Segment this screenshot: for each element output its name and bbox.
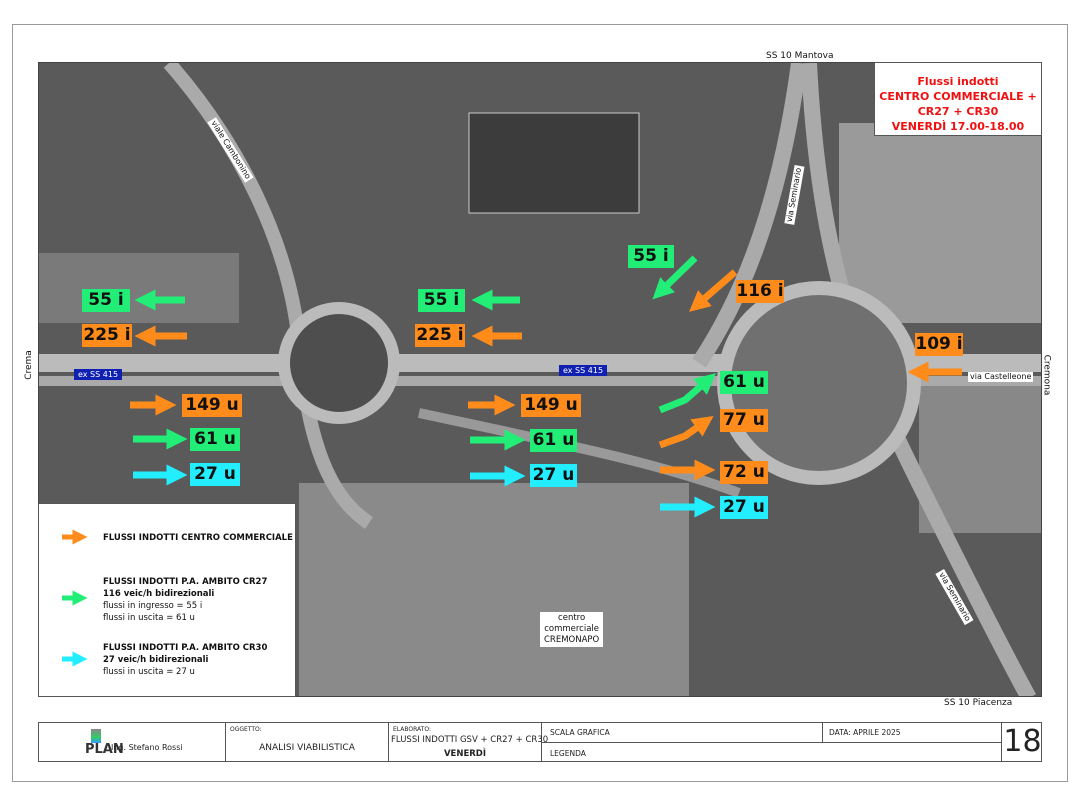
legend-line: flussi in uscita = 27 u (103, 667, 195, 677)
oggetto: ANALISI VIABILISTICA (259, 743, 355, 753)
direction-east: Cremona (1041, 354, 1052, 396)
elaborato-cell: ELABORATO: FLUSSI INDOTTI GSV + CR27 + C… (389, 723, 548, 761)
flow-label: 77 u (720, 409, 768, 432)
legend-title: FLUSSI INDOTTI CENTRO COMMERCIALE (103, 533, 293, 543)
road-label-via-castelleone: via Castelleone (968, 372, 1034, 382)
flow-label: 61 u (530, 429, 577, 452)
title-line: CR27 + CR30 (917, 105, 999, 118)
direction-north: SS 10 Mantova (766, 51, 834, 61)
scale-row: SCALA GRAFICA DATA: APRILE 2025 (542, 723, 1001, 743)
flow-label: 61 u (720, 371, 768, 394)
flow-label: 61 u (190, 428, 240, 451)
legenda: LEGENDA (550, 749, 586, 758)
legend-line: flussi in ingresso = 55 i (103, 601, 203, 611)
flow-label: 55 i (628, 245, 674, 268)
road-label-ex-ss415: ex SS 415 (74, 369, 123, 380)
label-line: CREMONAPO (544, 635, 600, 645)
elaborato: FLUSSI INDOTTI GSV + CR27 + CR30 (391, 735, 549, 745)
title-box: Flussi indotti CENTRO COMMERCIALE + CR27… (874, 62, 1042, 136)
legend-title: FLUSSI INDOTTI P.A. AMBITO CR30 (103, 643, 268, 653)
sheet-frame (12, 24, 1068, 782)
flow-label: 72 u (720, 461, 768, 484)
sheet-number: 18 (1001, 723, 1043, 761)
flow-label: 225 i (82, 324, 132, 347)
logo-cell: PLAN Ing. Stefano Rossi (39, 723, 226, 761)
road-label-ex-ss415: ex SS 415 (559, 365, 608, 376)
flow-label: 149 u (182, 394, 242, 417)
flow-label: 225 i (415, 324, 465, 347)
legend-title: FLUSSI INDOTTI P.A. AMBITO CR27 (103, 577, 268, 587)
direction-west: Crema (23, 350, 34, 380)
title-line: VENERDÌ 17.00-18.00 (891, 120, 1025, 133)
flow-label: 55 i (418, 289, 465, 312)
title-block: PLAN Ing. Stefano Rossi OGGETTO: ANALISI… (38, 722, 1042, 762)
legend-sub: 27 veic/h bidirezionali (103, 655, 209, 665)
flow-label: 109 i (915, 333, 963, 356)
date: DATA: APRILE 2025 (822, 723, 901, 742)
legend-sub: 116 veic/h bidirezionali (103, 589, 215, 599)
legend-item-cr27: FLUSSI INDOTTI P.A. AMBITO CR27 116 veic… (103, 576, 267, 624)
flow-label: 27 u (530, 464, 577, 487)
elaborato-day: VENERDÌ (443, 749, 487, 759)
legend-item-cr30: FLUSSI INDOTTI P.A. AMBITO CR30 27 veic/… (103, 642, 267, 678)
title-line: CENTRO COMMERCIALE + (879, 90, 1037, 103)
logo: PLAN (85, 742, 124, 757)
scala: SCALA GRAFICA (550, 728, 610, 737)
label-line: commerciale (544, 624, 600, 634)
direction-south: SS 10 Piacenza (944, 698, 1013, 708)
label-line: centro (558, 613, 586, 623)
legend-line: flussi in uscita = 61 u (103, 613, 195, 623)
oggetto-cell: OGGETTO: ANALISI VIABILISTICA (226, 723, 389, 761)
flow-label: 27 u (190, 463, 240, 486)
flow-label: 55 i (82, 289, 130, 312)
shopping-centre-label: centro commerciale CREMONAPO (540, 612, 604, 647)
oggetto-label: OGGETTO: (230, 726, 262, 733)
legend: FLUSSI INDOTTI CENTRO COMMERCIALE FLUSSI… (38, 503, 296, 697)
flow-label: 116 i (736, 280, 784, 303)
author: Ing. Stefano Rossi (111, 743, 183, 752)
flow-label: 149 u (521, 394, 581, 417)
title-line: Flussi indotti (917, 75, 999, 88)
elaborato-label: ELABORATO: (393, 726, 431, 733)
legend-item-centro: FLUSSI INDOTTI CENTRO COMMERCIALE (103, 532, 293, 544)
logo-icon (91, 729, 101, 743)
flow-label: 27 u (720, 496, 768, 519)
